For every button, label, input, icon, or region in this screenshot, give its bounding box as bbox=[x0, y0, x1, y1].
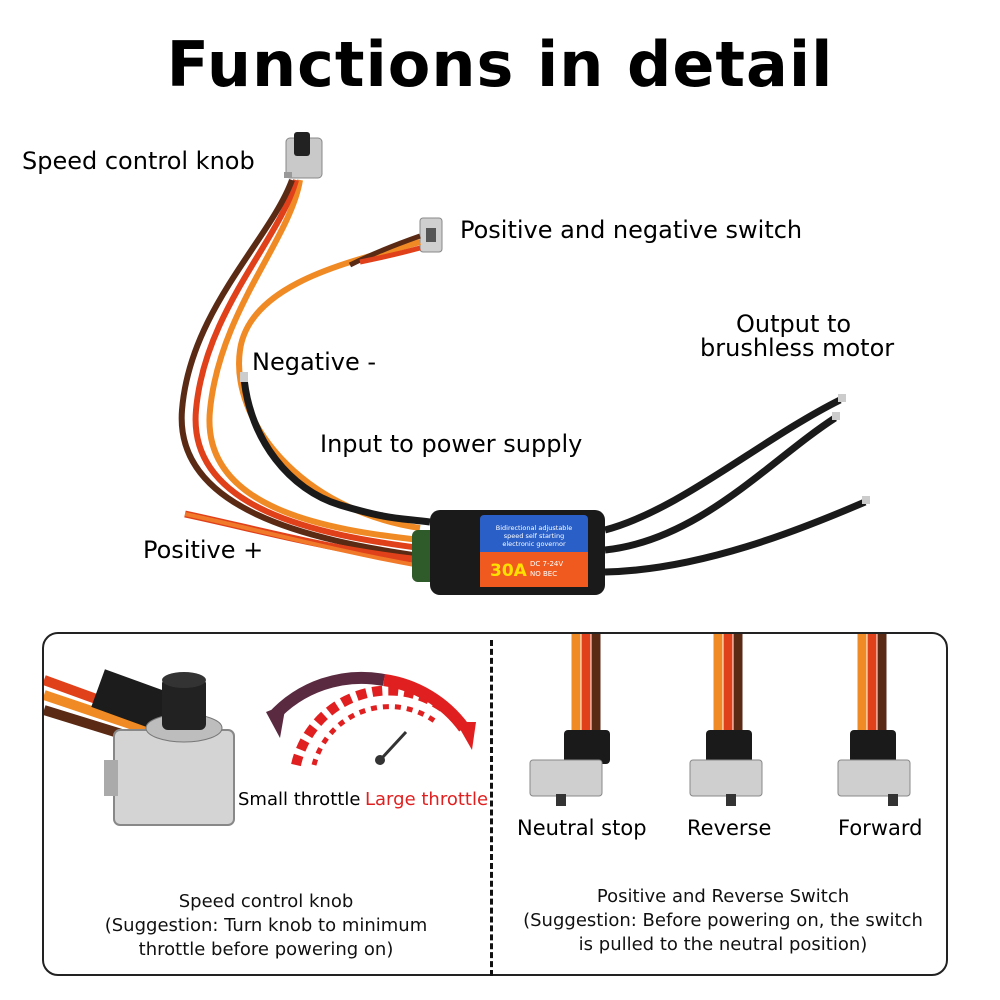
switch-wire-brown bbox=[348, 233, 421, 268]
small-throttle-label: Small throttle bbox=[238, 789, 361, 810]
label-input-power: Input to power supply bbox=[320, 430, 583, 458]
switch-wire-orange bbox=[236, 239, 421, 531]
esc-bec: NO BEC bbox=[530, 570, 557, 578]
gauge-needle bbox=[380, 730, 408, 760]
positive-wire-alt bbox=[184, 512, 421, 568]
knob-caption-line3: throttle before powering on) bbox=[138, 939, 394, 960]
knob-caption-line1: Speed control knob bbox=[178, 891, 354, 912]
knob-wire-red bbox=[192, 179, 421, 551]
label-output-line2: brushless motor bbox=[700, 334, 895, 362]
esc-wiring-diagram: Bidirectional adjustable speed self star… bbox=[178, 132, 870, 595]
motor-wire-b bbox=[604, 415, 837, 554]
arrow-left-icon bbox=[266, 704, 286, 738]
panel-divider bbox=[490, 640, 493, 976]
switch-positions-illustration bbox=[529, 634, 911, 806]
throttle-gauge bbox=[266, 671, 476, 767]
motor-wire-tip-b bbox=[832, 412, 840, 420]
page-title: Functions in detail bbox=[166, 28, 834, 101]
knob-wire-brown bbox=[178, 178, 421, 559]
speed-knob-photo bbox=[284, 132, 323, 179]
label-output-line1: Output to bbox=[736, 310, 852, 338]
knob-illustration bbox=[44, 669, 476, 826]
switch-wire-red bbox=[359, 245, 421, 265]
label-negative: Negative - bbox=[252, 348, 376, 376]
motor-wire-a bbox=[604, 396, 842, 534]
switch-neutral bbox=[529, 634, 610, 806]
large-throttle-label: Large throttle bbox=[365, 789, 489, 810]
switch-forward bbox=[837, 634, 911, 806]
motor-wire-tip-a bbox=[838, 394, 846, 402]
motor-wire-c bbox=[604, 498, 867, 576]
negative-wire bbox=[240, 377, 431, 526]
esc-line1: Bidirectional adjustable bbox=[496, 524, 573, 532]
switch-caption-line3: is pulled to the neutral position) bbox=[578, 934, 868, 955]
negative-wire-tip bbox=[240, 372, 248, 382]
label-positive: Positive + bbox=[143, 536, 264, 564]
esc-line3: electronic governor bbox=[502, 540, 566, 548]
esc-rating: 30A bbox=[490, 561, 528, 581]
knob-potentiometer bbox=[104, 672, 235, 826]
switch-reverse bbox=[689, 634, 763, 806]
direction-switch-photo bbox=[419, 217, 443, 253]
esc-module: Bidirectional adjustable speed self star… bbox=[412, 510, 605, 595]
position-reverse-label: Reverse bbox=[687, 816, 772, 840]
esc-voltage: DC 7-24V bbox=[530, 560, 563, 568]
switch-caption-line1: Positive and Reverse Switch bbox=[596, 886, 850, 907]
motor-wire-tip-c bbox=[862, 496, 870, 504]
position-neutral-label: Neutral stop bbox=[517, 816, 647, 840]
esc-line2: speed self starting bbox=[504, 532, 564, 540]
knob-wire-orange bbox=[206, 179, 421, 543]
label-speed-knob: Speed control knob bbox=[22, 147, 255, 175]
arrow-right-icon bbox=[456, 722, 476, 750]
knob-caption-line2: (Suggestion: Turn knob to minimum bbox=[104, 915, 428, 936]
position-forward-label: Forward bbox=[838, 816, 923, 840]
switch-caption-line2: (Suggestion: Before powering on, the swi… bbox=[523, 910, 923, 931]
label-direction-switch: Positive and negative switch bbox=[460, 216, 803, 244]
